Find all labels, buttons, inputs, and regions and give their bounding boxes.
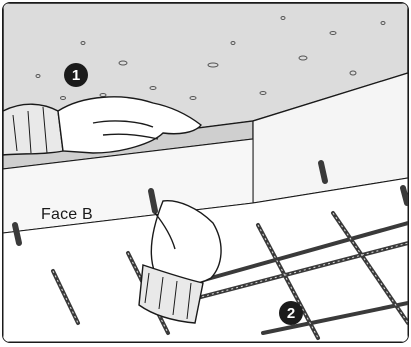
face-b-label: Face B [41, 206, 93, 223]
lower-glove [138, 200, 222, 324]
step-marker-1: 1 [64, 63, 88, 87]
rebar-ribs [52, 212, 408, 339]
illustration-frame: 1 2 Face B [2, 2, 409, 343]
construction-illustration [3, 3, 408, 342]
panel-speckles [35, 16, 386, 100]
step-marker-2: 2 [279, 301, 303, 325]
rebar-stubs [12, 160, 408, 246]
upper-glove [3, 96, 202, 156]
